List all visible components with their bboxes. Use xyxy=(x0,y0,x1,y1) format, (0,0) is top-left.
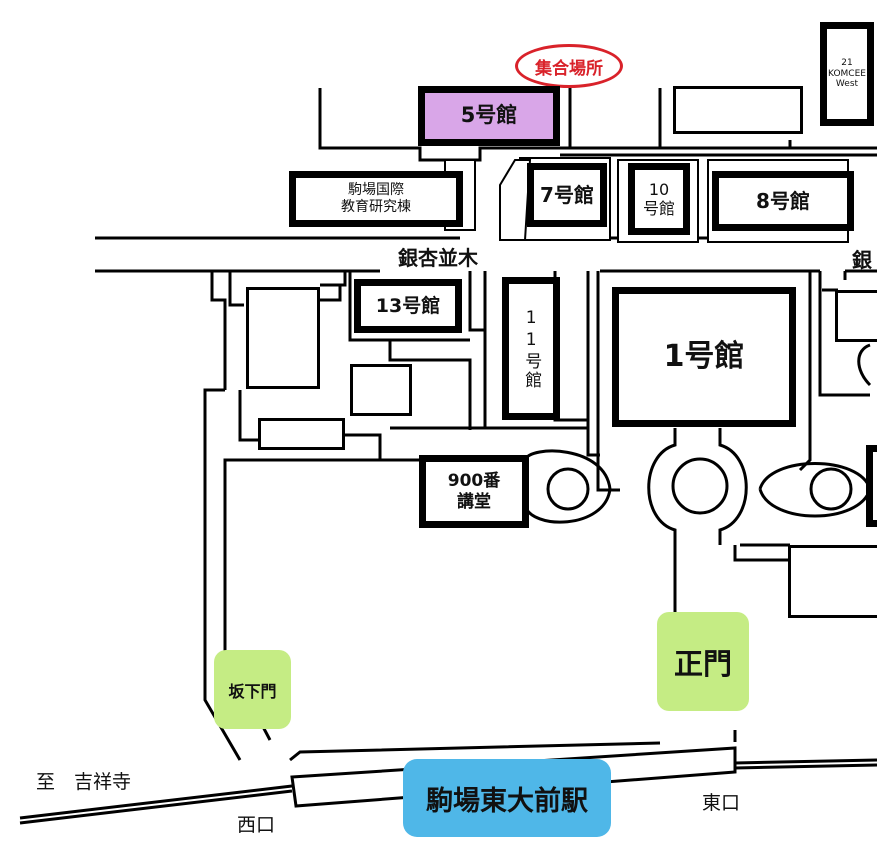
station-komaba-todaimae[interactable]: 駒場東大前駅 xyxy=(403,759,611,837)
building-11[interactable]: 11号館 xyxy=(502,277,560,420)
building-8[interactable]: 8号館 xyxy=(712,171,854,231)
station-west-exit: 西口 xyxy=(237,814,276,836)
street-ginkgo-avenue-right: 銀 xyxy=(852,248,872,272)
building-21-suffix: West xyxy=(835,79,859,90)
building-8-label: 8号館 xyxy=(756,189,810,213)
building-5[interactable]: 5号館 xyxy=(418,86,560,146)
gate-sakashita[interactable]: 坂下門 xyxy=(214,650,291,729)
building-unlabeled-right-edge[interactable] xyxy=(866,445,877,527)
building-900-line1: 900番 xyxy=(447,471,501,492)
building-21-number: 21 xyxy=(841,57,853,68)
gate-main-label: 正門 xyxy=(673,646,732,681)
building-unlabeled-left-small[interactable] xyxy=(350,364,412,416)
building-11-label: 11号館 xyxy=(521,307,542,390)
building-unlabeled-left-bar[interactable] xyxy=(258,418,345,450)
gate-sakashita-label: 坂下門 xyxy=(228,681,277,701)
street-ginkgo-avenue: 銀杏並木 xyxy=(398,246,478,270)
building-13[interactable]: 13号館 xyxy=(354,279,462,333)
building-unlabeled-right-small[interactable] xyxy=(835,290,877,342)
building-international-line2: 教育研究棟 xyxy=(341,199,411,215)
building-13-label: 13号館 xyxy=(375,294,441,317)
building-unlabeled-top[interactable] xyxy=(673,86,803,134)
building-7[interactable]: 7号館 xyxy=(527,163,607,227)
building-unlabeled-left-large[interactable] xyxy=(246,287,320,389)
building-10-suffix: 号館 xyxy=(642,199,675,218)
building-21-name: KOMCEE xyxy=(828,68,866,79)
building-international[interactable]: 駒場国際 教育研究棟 xyxy=(289,171,463,227)
building-international-line1: 駒場国際 xyxy=(348,182,404,199)
building-5-label: 5号館 xyxy=(460,103,518,128)
building-1-label: 1号館 xyxy=(663,339,745,374)
station-name: 駒場東大前駅 xyxy=(426,785,588,817)
building-10[interactable]: 10 号館 xyxy=(628,163,690,235)
building-1[interactable]: 1号館 xyxy=(612,287,796,427)
gate-main[interactable]: 正門 xyxy=(657,612,749,711)
building-10-number: 10 xyxy=(648,179,670,199)
building-21-komcee-west[interactable]: 21 KOMCEE West xyxy=(820,22,874,126)
meeting-point-text: 集合場所 xyxy=(535,58,603,79)
building-900-line2: 講堂 xyxy=(457,491,491,512)
building-unlabeled-right-lower[interactable] xyxy=(788,545,877,618)
direction-kichijoji: 至 吉祥寺 xyxy=(36,771,132,793)
building-7-label: 7号館 xyxy=(540,183,594,207)
station-east-exit: 東口 xyxy=(702,792,741,814)
meeting-point-label: 集合場所 xyxy=(515,44,623,88)
building-900-auditorium[interactable]: 900番 講堂 xyxy=(419,455,529,528)
